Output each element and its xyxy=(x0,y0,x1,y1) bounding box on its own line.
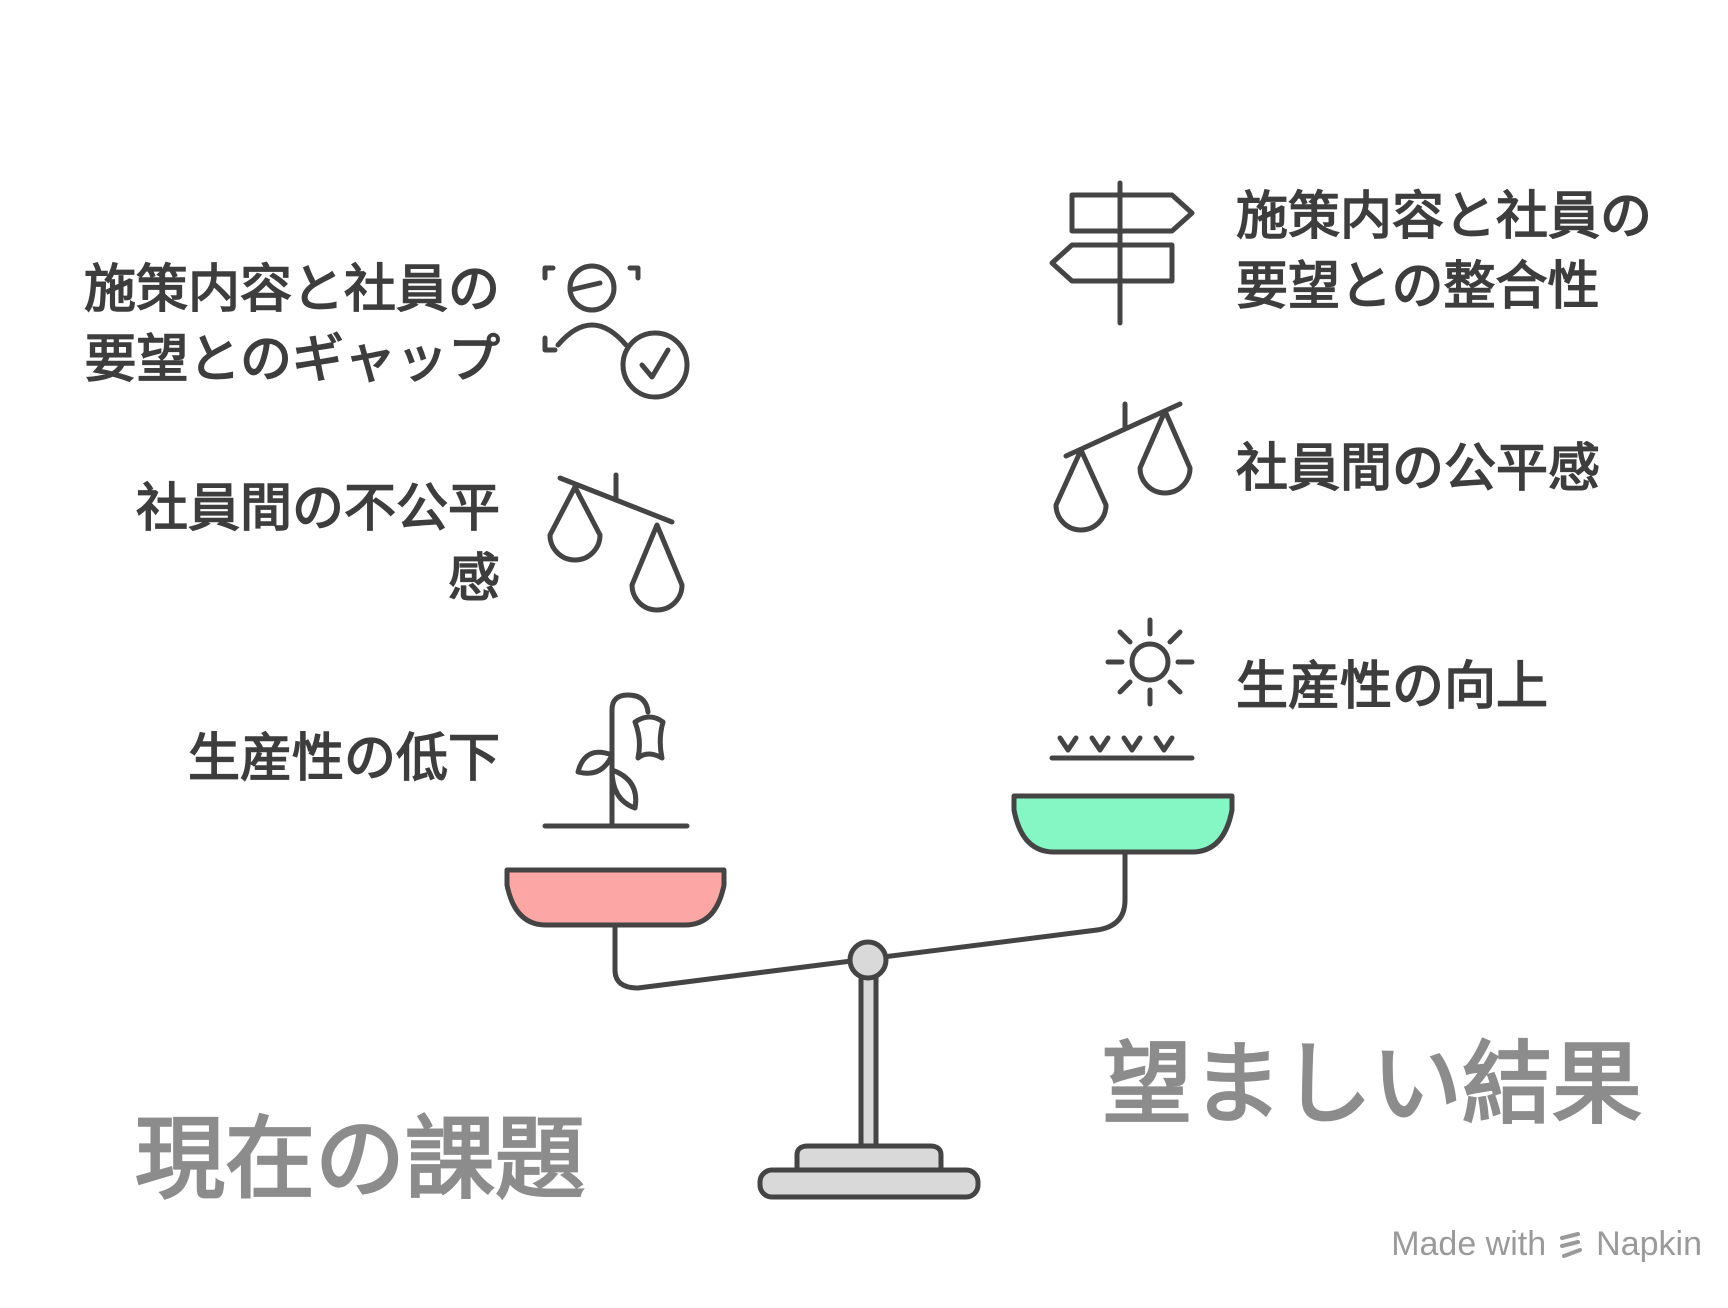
right-item-alignment-label: 施策内容と社員の 要望との整合性 xyxy=(1236,187,1653,317)
napkin-brand-text: Napkin xyxy=(1596,1225,1702,1263)
wilted-plant-icon xyxy=(542,692,690,829)
left-item-productivity-label: 生産性の低下 xyxy=(187,729,500,789)
left-item-unfairness-label: 社員間の不公平 感 xyxy=(135,479,500,609)
left-pan xyxy=(504,867,727,928)
person-check-icon xyxy=(542,263,690,400)
balanced-scale-icon xyxy=(1053,401,1193,533)
current-issues-heading: 現在の課題 xyxy=(135,1107,585,1212)
napkin-logo-icon xyxy=(1560,1231,1583,1258)
desired-results-heading: 望ましい結果 xyxy=(1102,1032,1642,1137)
made-with-text: Made with xyxy=(1391,1225,1547,1263)
sun-grass-icon xyxy=(1049,617,1195,761)
left-item-gap-label: 施策内容と社員の 要望とのギャップ xyxy=(83,260,500,390)
right-item-fairness-label: 社員間の公平感 xyxy=(1236,439,1601,499)
unbalanced-scale-icon xyxy=(547,472,685,613)
signpost-icon xyxy=(1049,180,1195,326)
napkin-watermark: Made with Napkin xyxy=(1391,1225,1702,1264)
scale-stand xyxy=(757,939,981,1200)
right-pan xyxy=(1011,793,1235,855)
right-item-productivity-label: 生産性の向上 xyxy=(1236,657,1549,717)
